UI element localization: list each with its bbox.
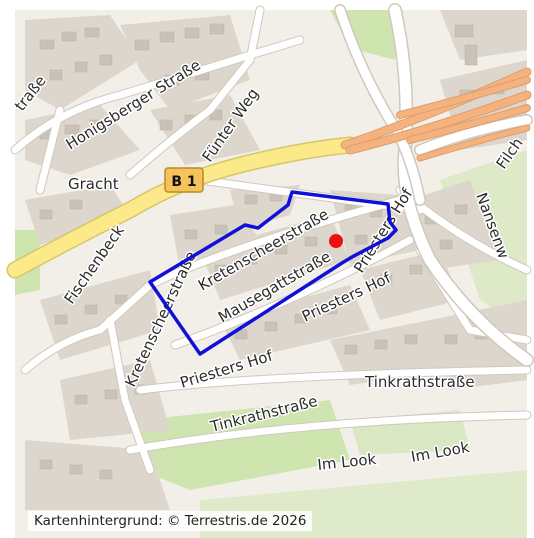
- green-area-south: [140, 400, 350, 490]
- motorway: [340, 67, 532, 162]
- street-label-gracht: Gracht: [68, 175, 119, 193]
- road-shield-b1: B 1: [164, 167, 204, 193]
- minor-roads: [10, 3, 534, 475]
- street-label-tinkrath-east: Tinkrathstraße: [364, 373, 475, 391]
- location-marker[interactable]: [329, 234, 343, 248]
- road-shield-label: B 1: [171, 174, 196, 190]
- selected-area-boundary[interactable]: [148, 190, 398, 356]
- map-attribution: Kartenhintergrund: © Terrestris.de 2026: [28, 511, 313, 531]
